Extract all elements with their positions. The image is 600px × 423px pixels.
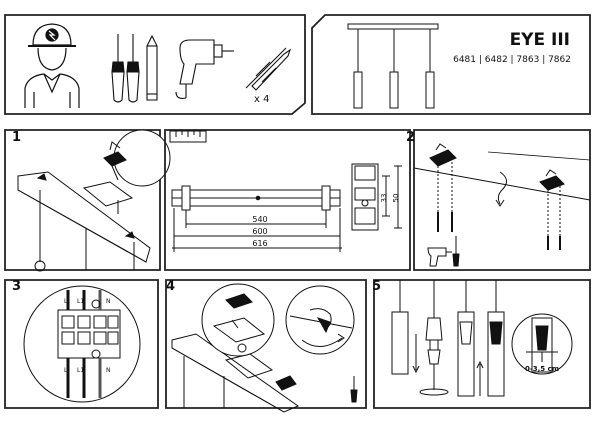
dimensions-panel: 540 600 616 33 50 — [164, 129, 411, 271]
step-4-number: 4 — [166, 279, 175, 294]
canopy-side-view — [351, 163, 402, 231]
step-3-panel: 3 L L1 N L L1 N — [4, 279, 159, 409]
step-2-panel: 2 — [406, 129, 591, 271]
screw-dowel-icon — [245, 47, 292, 91]
screwdriver-icon — [111, 34, 140, 103]
adjustment-range: 0-3,5 cm — [525, 365, 559, 373]
screw-quantity: x 4 — [254, 94, 269, 105]
dimension-600: 600 — [252, 227, 267, 236]
dimension-616: 616 — [252, 239, 267, 248]
product-panel: EYE III 6481 | 6482 | 7863 | 7862 — [311, 14, 591, 115]
ceiling-mount-illustration — [17, 129, 171, 272]
wire-label-bottom-n: N — [106, 367, 111, 374]
step-1-number: 1 — [12, 130, 21, 145]
product-name: EYE III — [510, 30, 570, 50]
wiring-terminal-illustration — [23, 285, 141, 403]
tools-panel: x 4 — [4, 14, 306, 115]
wire-label-bottom-l1: L1 — [77, 367, 84, 374]
drilling-illustration — [413, 143, 591, 267]
lamp-assembly-illustration — [391, 280, 573, 397]
step-4-panel: 4 — [165, 279, 367, 413]
step-2-number: 2 — [406, 130, 415, 145]
pencil-icon — [146, 34, 158, 101]
canopy-mounting-illustration — [171, 283, 358, 413]
dimension-540: 540 — [252, 215, 267, 224]
wire-label-top-n: N — [106, 298, 111, 305]
step-1-panel: 1 — [4, 129, 171, 272]
pendant-lamp-illustration — [347, 23, 439, 109]
wire-label-top-l: L — [64, 298, 68, 305]
wire-label-top-l1: L1 — [77, 298, 84, 305]
step-5-number: 5 — [372, 279, 381, 294]
drill-icon — [175, 39, 234, 99]
ruler-icon — [169, 130, 207, 143]
worker-helmet-icon — [24, 23, 80, 108]
dimension-33: 33 — [380, 194, 388, 203]
canopy-front-view — [171, 185, 342, 252]
product-codes: 6481 | 6482 | 7863 | 7862 — [453, 55, 571, 65]
wire-label-bottom-l: L — [64, 367, 68, 374]
dimension-50: 50 — [392, 194, 400, 203]
step-5-panel: 5 0-3,5 cm — [372, 279, 591, 409]
step-3-number: 3 — [12, 279, 21, 294]
